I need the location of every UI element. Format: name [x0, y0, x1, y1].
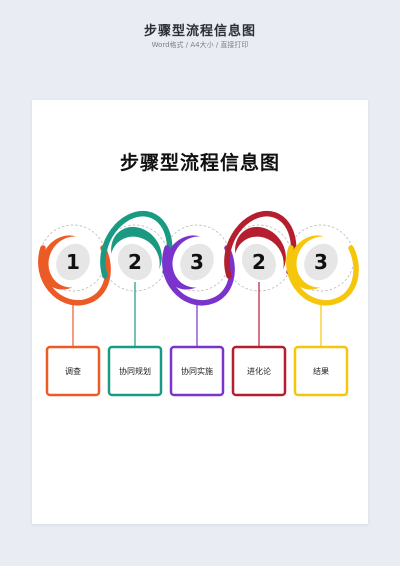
header-subtitle: Word格式 / A4大小 / 直接打印 [151, 41, 249, 49]
step-label-box [107, 345, 163, 397]
step-label: 协同规划 [119, 366, 151, 376]
step-number: 2 [252, 250, 266, 274]
step-number: 3 [314, 250, 328, 274]
step-inner-disc [56, 243, 90, 281]
process-step: 2 进化论 [224, 211, 297, 397]
step-label: 进化论 [247, 366, 271, 376]
step-inner-disc [180, 243, 214, 281]
process-step: 3 结果 [286, 235, 359, 397]
step-label: 结果 [313, 366, 329, 376]
step-inner-disc [117, 243, 153, 281]
step-number: 3 [190, 250, 204, 274]
process-step: 1 调查 [38, 235, 111, 397]
step-label: 调查 [65, 366, 81, 376]
step-ring [100, 211, 173, 279]
step-label-box [293, 345, 349, 397]
process-step: 3 协同实施 [162, 235, 235, 397]
step-number: 1 [66, 250, 80, 274]
step-label-box [45, 345, 101, 397]
process-step: 2 协同规划 [100, 211, 173, 397]
step-number: 2 [128, 250, 142, 274]
step-label: 协同实施 [181, 366, 213, 376]
document-title: 步骤型流程信息图 [119, 152, 280, 174]
document-preview [32, 100, 368, 524]
step-label-box [231, 345, 287, 397]
step-inner-disc [304, 243, 338, 281]
step-label-box [169, 345, 225, 397]
header-title: 步骤型流程信息图 [143, 24, 256, 39]
step-ring [224, 211, 297, 279]
step-inner-disc [241, 243, 277, 281]
